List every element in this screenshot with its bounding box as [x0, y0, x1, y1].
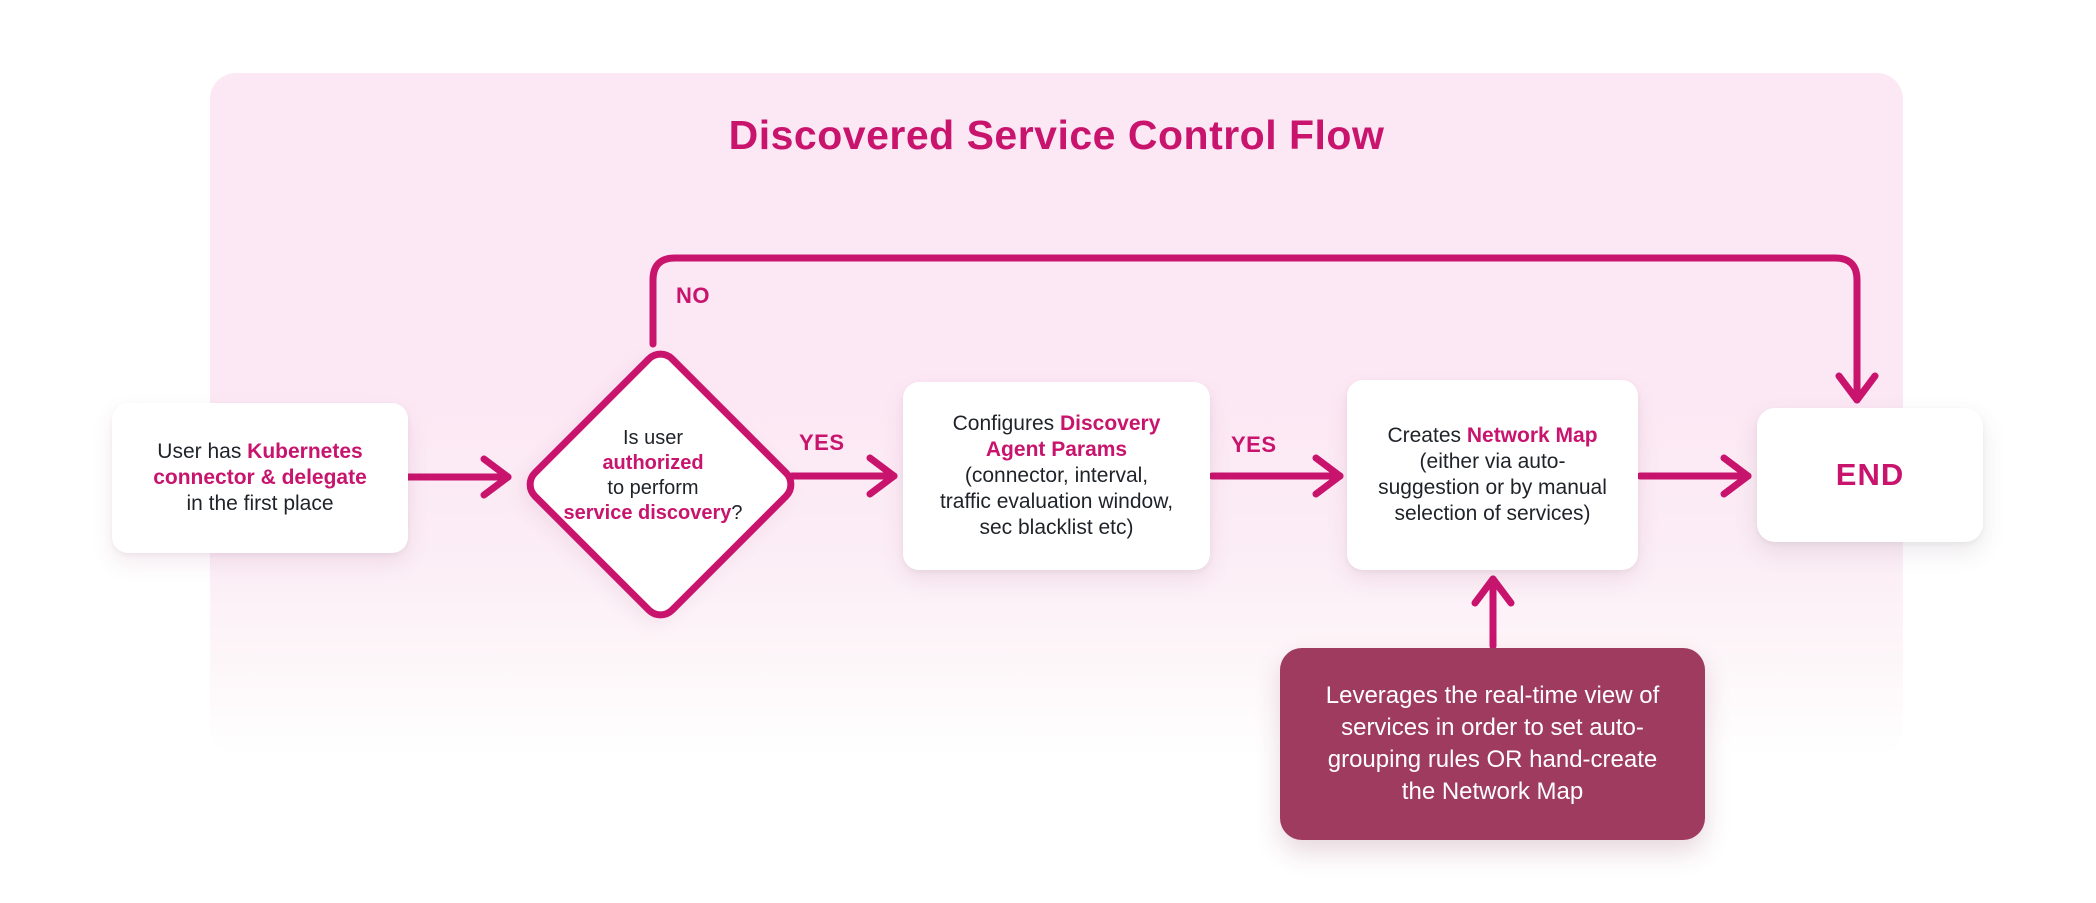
note-text-1: Leverages the real-time view of [1325, 682, 1660, 709]
start-text: User has [157, 440, 248, 463]
node-start-kubernetes-connector: User has Kubernetes connector & delegate… [112, 403, 408, 553]
edge-label-no: NO [676, 283, 710, 308]
decision-text-2: to perform [607, 477, 699, 499]
node-creates-network-map: Creates Network Map (either via auto- su… [1347, 380, 1638, 570]
diagram-title: Discovered Service Control Flow [728, 112, 1385, 158]
edge-label-yes-1: YES [799, 430, 845, 455]
configure-text-4: sec blacklist etc) [979, 516, 1134, 539]
node-configure-discovery-agent-params: Configures Discovery Agent Params (conne… [903, 382, 1210, 570]
end-label: END [1835, 457, 1905, 492]
decision-text-3: ? [731, 502, 743, 524]
configure-text-3: traffic evaluation window, [939, 490, 1174, 513]
note-text-2: services in order to set auto- [1341, 714, 1644, 741]
start-accent-kubernetes: Kubernetes [247, 440, 363, 463]
create-text-3: suggestion or by manual [1378, 476, 1607, 499]
create-text-2: (either via auto- [1419, 450, 1566, 473]
node-decision-authorized-label: Is user authorized to perform service di… [553, 426, 753, 526]
decision-accent-service-discovery: service discovery [563, 502, 732, 524]
start-accent-connector-delegate: connector & delegate [153, 466, 367, 489]
configure-accent-discovery: Discovery [1059, 412, 1161, 435]
configure-accent-agent-params: Agent Params [985, 438, 1128, 461]
decision-accent-authorized: authorized [602, 452, 704, 474]
configure-text-1: Configures [952, 412, 1060, 435]
node-end: END [1757, 408, 1983, 542]
decision-text-1: Is user [622, 427, 684, 449]
note-leverages-realtime-view: Leverages the real-time view of services… [1280, 648, 1705, 840]
note-text-4: the Network Map [1401, 778, 1584, 805]
note-text-3: grouping rules OR hand-create [1327, 746, 1658, 773]
create-text-1: Creates [1387, 424, 1467, 447]
create-accent-network-map: Network Map [1466, 424, 1598, 447]
configure-text-2: (connector, interval, [964, 464, 1149, 487]
create-text-4: selection of services) [1394, 502, 1591, 525]
edge-label-yes-2: YES [1231, 432, 1277, 457]
start-text-2: in the first place [186, 492, 334, 515]
